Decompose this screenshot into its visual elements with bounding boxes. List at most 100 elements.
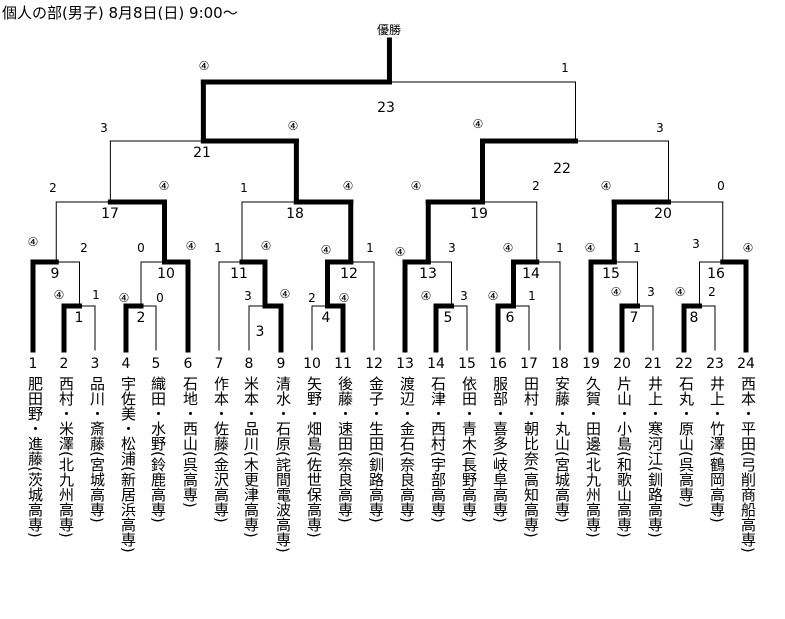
score-right: 2 bbox=[532, 179, 540, 193]
score-left: ④ bbox=[199, 59, 210, 73]
player-name: 後藤・速田(奈良高専) bbox=[336, 376, 354, 523]
match-number-9: 9 bbox=[51, 266, 60, 282]
player-number: 23 bbox=[706, 356, 724, 372]
score-right: ④ bbox=[343, 179, 354, 193]
score-right: 1 bbox=[556, 241, 564, 255]
match-number-11: 11 bbox=[230, 266, 248, 282]
player-number: 21 bbox=[644, 356, 662, 372]
match-number-22: 22 bbox=[553, 161, 571, 177]
score-left: 1 bbox=[240, 181, 248, 195]
match-number-15: 15 bbox=[602, 266, 620, 282]
score-right: 1 bbox=[528, 289, 536, 303]
player-name: 服部・喜多(岐阜高専) bbox=[491, 376, 509, 523]
player-name: 米本・品川(木更津高専) bbox=[242, 376, 260, 538]
player-name: 片山・小島(和歌山高専) bbox=[615, 376, 633, 538]
match-number-12: 12 bbox=[340, 266, 358, 282]
score-right: 1 bbox=[366, 241, 374, 255]
player-number: 24 bbox=[737, 356, 755, 372]
score-left: ④ bbox=[601, 179, 612, 193]
score-right: 0 bbox=[156, 291, 164, 305]
score-left: ④ bbox=[28, 235, 39, 249]
score-right: ④ bbox=[186, 239, 197, 253]
score-left: ④ bbox=[54, 288, 65, 302]
player-name: 肥田野・進藤(茨城高専) bbox=[26, 376, 44, 538]
match-number-21: 21 bbox=[193, 145, 211, 161]
player-number: 11 bbox=[334, 356, 352, 372]
score-left: 0 bbox=[137, 241, 145, 255]
player-name: 依田・青木(長野高専) bbox=[460, 376, 478, 523]
player-number: 20 bbox=[613, 356, 631, 372]
score-right: 0 bbox=[717, 179, 725, 193]
match-number-7: 7 bbox=[630, 310, 639, 326]
match-number-6: 6 bbox=[506, 310, 515, 326]
score-right: 3 bbox=[647, 285, 655, 299]
player-number: 9 bbox=[276, 356, 286, 372]
score-left: 3 bbox=[244, 289, 252, 303]
match-number-17: 17 bbox=[101, 206, 119, 222]
score-left: ④ bbox=[421, 289, 432, 303]
score-right: 3 bbox=[448, 241, 456, 255]
match-number-23: 23 bbox=[377, 100, 395, 116]
champion-label: 優勝 bbox=[377, 22, 401, 37]
player-name: 矢野・畑島(佐世保高専) bbox=[305, 376, 323, 538]
match-number-10: 10 bbox=[157, 266, 175, 282]
player-number: 22 bbox=[675, 356, 693, 372]
score-right: ④ bbox=[261, 239, 272, 253]
score-right: 1 bbox=[633, 241, 641, 255]
player-name: 井上・竹澤(鶴岡高専) bbox=[708, 376, 726, 523]
player-number: 2 bbox=[59, 356, 69, 372]
match-number-5: 5 bbox=[444, 310, 453, 326]
player-name: 田村・朝比奈(高知高専) bbox=[522, 376, 540, 538]
player-name: 安藤・丸山(宮城高専) bbox=[553, 376, 571, 523]
player-name: 織田・水野(鈴鹿高専) bbox=[149, 376, 167, 523]
score-right: 3 bbox=[460, 289, 468, 303]
player-number: 19 bbox=[582, 356, 600, 372]
score-right: 2 bbox=[80, 241, 88, 255]
score-left: ④ bbox=[488, 289, 499, 303]
score-right: ④ bbox=[339, 291, 350, 305]
player-name: 西村・米澤(北九州高専) bbox=[57, 376, 75, 538]
score-left: ④ bbox=[411, 179, 422, 193]
match-number-8: 8 bbox=[690, 310, 699, 326]
player-number: 18 bbox=[551, 356, 569, 372]
score-left: ④ bbox=[675, 285, 686, 299]
score-right: ④ bbox=[280, 287, 291, 301]
player-name: 金子・生田(釧路高専) bbox=[367, 376, 385, 523]
player-number: 16 bbox=[489, 356, 507, 372]
player-number: 14 bbox=[427, 356, 445, 372]
score-left: ④ bbox=[611, 285, 622, 299]
score-right: 1 bbox=[92, 288, 100, 302]
player-number: 1 bbox=[28, 356, 38, 372]
score-left: ④ bbox=[585, 241, 596, 255]
score-left: 2 bbox=[49, 181, 57, 195]
score-left: 3 bbox=[100, 121, 108, 135]
player-name: 石津・西村(宇部高専) bbox=[429, 376, 447, 523]
score-right: ④ bbox=[288, 119, 299, 133]
match-number-4: 4 bbox=[322, 310, 331, 326]
player-number: 17 bbox=[520, 356, 538, 372]
score-right: 2 bbox=[708, 285, 716, 299]
player-number: 7 bbox=[214, 356, 224, 372]
match-number-19: 19 bbox=[470, 206, 488, 222]
score-right: 1 bbox=[561, 61, 569, 75]
match-number-3: 3 bbox=[256, 324, 265, 340]
match-number-2: 2 bbox=[137, 310, 146, 326]
player-name: 西本・平田(弓削商船高専) bbox=[739, 376, 757, 553]
score-left: ④ bbox=[321, 243, 332, 257]
match-number-20: 20 bbox=[654, 206, 672, 222]
player-number: 3 bbox=[90, 356, 100, 372]
player-number: 10 bbox=[303, 356, 321, 372]
player-name: 清水・石原(詫間電波高専) bbox=[274, 376, 292, 553]
score-left: ④ bbox=[119, 291, 130, 305]
score-left: ④ bbox=[473, 117, 484, 131]
player-name: 石丸・原山(呉高専) bbox=[677, 376, 695, 508]
player-number: 4 bbox=[121, 356, 131, 372]
score-right: ④ bbox=[743, 241, 754, 255]
score-left: ④ bbox=[503, 241, 514, 255]
match-number-18: 18 bbox=[286, 206, 304, 222]
match-number-16: 16 bbox=[707, 266, 725, 282]
match-number-14: 14 bbox=[522, 266, 540, 282]
score-right: ④ bbox=[159, 179, 170, 193]
match-number-1: 1 bbox=[75, 310, 84, 326]
